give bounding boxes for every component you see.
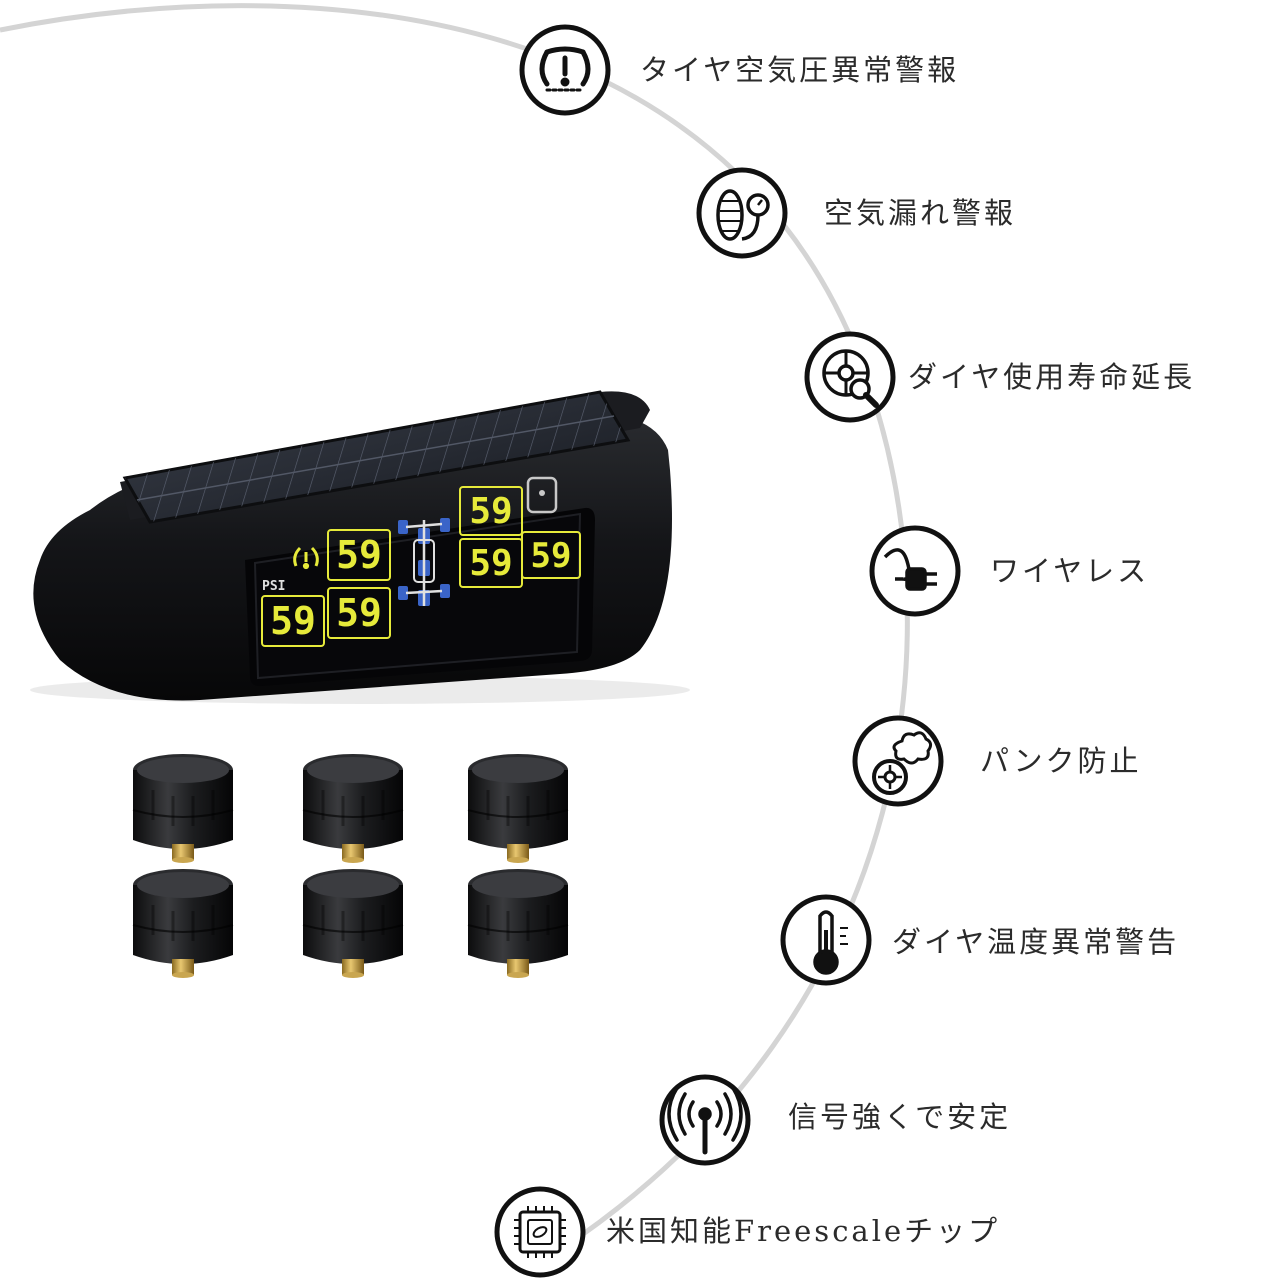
tpms-display-unit: PSI 59 59 59	[30, 390, 690, 704]
tire-reading-6: 59	[531, 536, 572, 576]
solar-panel	[122, 390, 631, 524]
tire-smoke-icon	[872, 731, 933, 795]
sensor-cap	[131, 867, 235, 980]
tire-reading-1: 59	[336, 533, 382, 577]
reading-box-4: 59	[459, 486, 523, 536]
reading-box-1: 59	[327, 529, 391, 581]
feature-label-1: タイヤ空気圧異常警報	[640, 53, 960, 87]
feature-icon-4	[869, 525, 961, 617]
thermometer-icon	[813, 910, 848, 975]
feature-icon-3	[804, 331, 896, 423]
feature-label-8: 米国知能Freescaleチップ	[606, 1214, 1001, 1248]
sensor-cap	[301, 867, 405, 980]
tire-reading-2: 59	[270, 599, 316, 643]
feature-icon-8	[494, 1186, 586, 1278]
feature-label-3: ダイヤ使用寿命延長	[908, 360, 1196, 394]
feature-label-2: 空気漏れ警報	[824, 196, 1017, 230]
reading-box-5: 59	[459, 538, 523, 588]
tire-reading-3: 59	[336, 591, 382, 635]
lcd-screen: PSI 59 59 59	[253, 476, 582, 680]
feature-icon-5	[852, 715, 944, 807]
reading-box-6: 59	[521, 531, 581, 579]
vehicle-diagram-icon	[398, 518, 450, 606]
feature-icon-7	[659, 1074, 751, 1166]
sensor-cap	[466, 867, 570, 980]
reading-box-2: 59	[261, 595, 325, 647]
tire-temp-icon	[526, 476, 558, 514]
tire-gauge-icon	[716, 189, 770, 241]
sensor-cap	[301, 752, 405, 865]
feature-icon-1	[519, 24, 611, 116]
sensor-cap	[131, 752, 235, 865]
feature-label-7: 信号強くで安定	[788, 1100, 1012, 1134]
tire-reading-5: 59	[469, 543, 512, 584]
unit-label: PSI	[262, 579, 285, 594]
tpms-warning-icon	[539, 46, 591, 92]
signal-antenna-icon	[667, 1086, 743, 1155]
sensor-cap	[466, 752, 570, 865]
feature-label-5: パンク防止	[980, 744, 1142, 778]
feature-icon-6	[780, 894, 872, 986]
reading-box-3: 59	[327, 587, 391, 639]
feature-label-6: ダイヤ温度異常警告	[892, 925, 1180, 959]
unplugged-icon	[883, 548, 937, 591]
sensor-set	[131, 752, 570, 980]
feature-label-4: ワイヤレス	[990, 554, 1150, 588]
feature-icon-2	[696, 167, 788, 259]
wheel-magnifier-icon	[822, 349, 879, 408]
tire-reading-4: 59	[469, 491, 512, 532]
lcd-tpms-icon	[293, 546, 319, 570]
chip-icon	[514, 1206, 566, 1258]
